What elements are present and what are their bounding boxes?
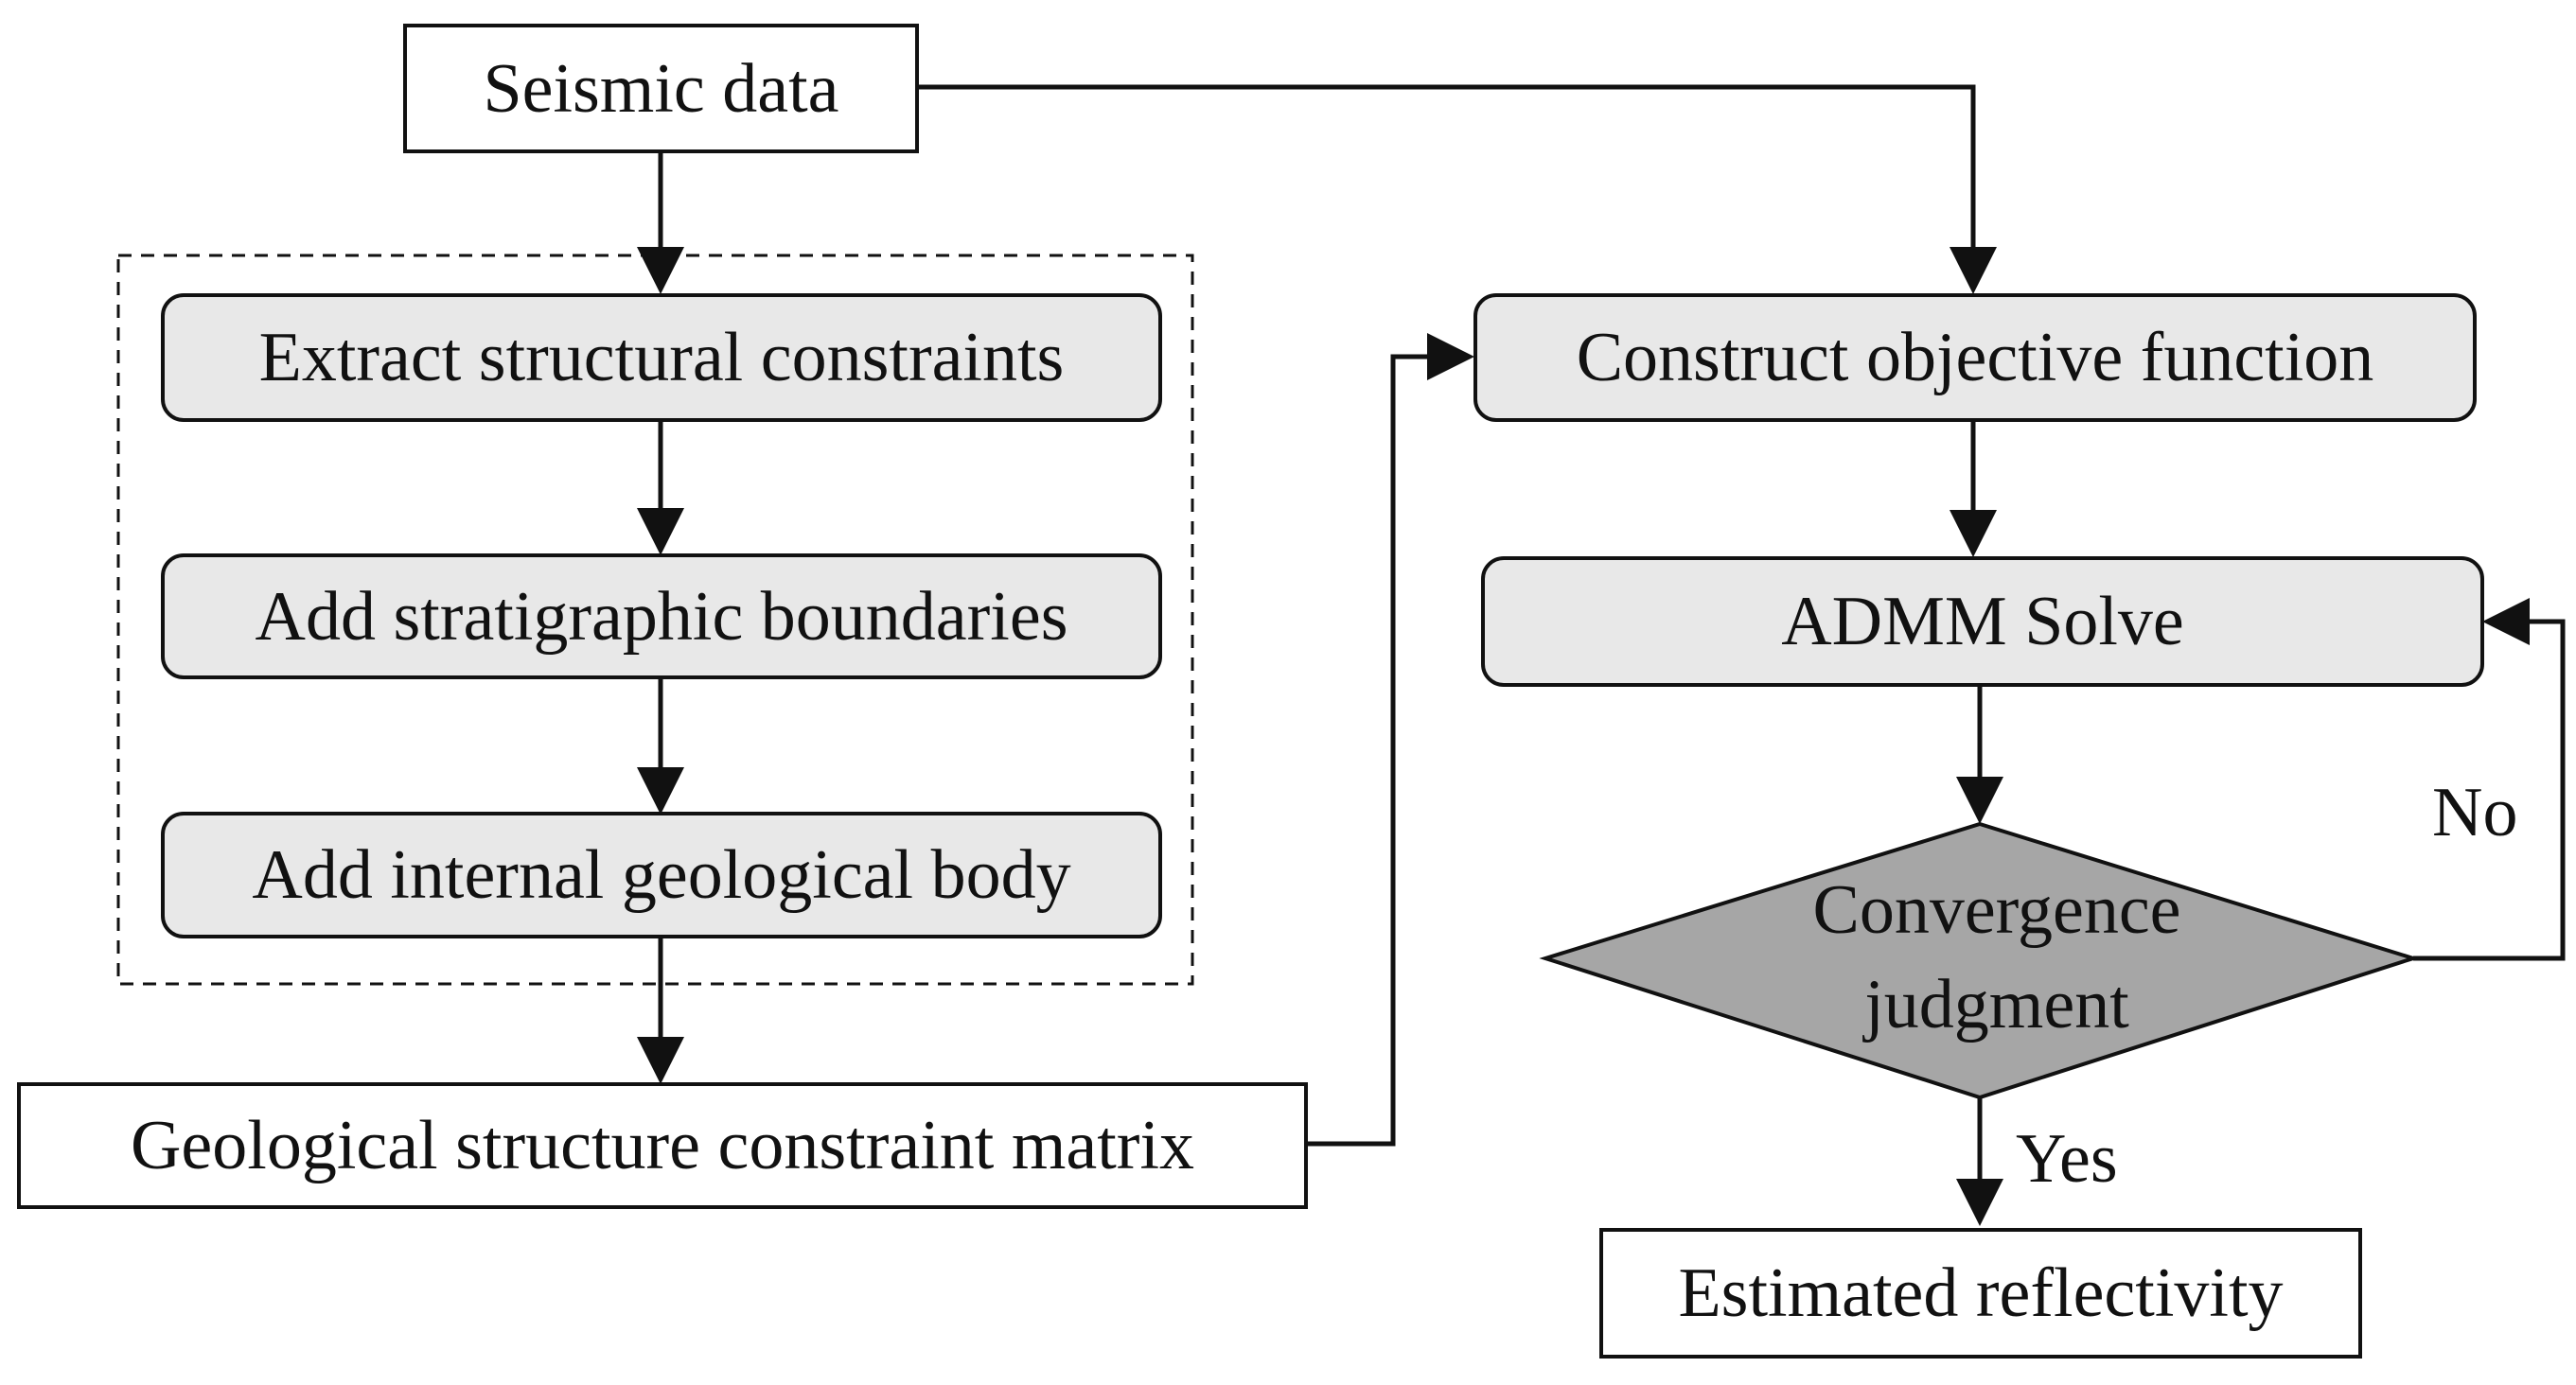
seismic-data-box: Seismic data (403, 24, 919, 153)
arrow-seismic-to-objective (918, 84, 1997, 294)
convergence-line-2: judgment (1864, 966, 2129, 1043)
objective-function-label: Construct objective function (1576, 319, 2374, 396)
seismic-data-label: Seismic data (483, 49, 839, 128)
arrow-matrix-to-objective (1308, 333, 1474, 1147)
no-edge-label: No (2432, 774, 2518, 851)
add-boundaries-box: Add stratigraphic boundaries (161, 553, 1162, 679)
constraint-matrix-box: Geological structure constraint matrix (17, 1082, 1308, 1209)
arrow-decision-no-loop (2413, 598, 2566, 961)
constraint-matrix-label: Geological structure constraint matrix (130, 1107, 1195, 1184)
convergence-line-1: Convergence (1812, 871, 2181, 949)
extract-constraints-label: Extract structural constraints (258, 319, 1065, 396)
convergence-decision-text: Convergence judgment (1675, 863, 2319, 1052)
estimated-reflectivity-label: Estimated reflectivity (1678, 1254, 2284, 1332)
admm-solve-label: ADMM Solve (1781, 583, 2184, 660)
estimated-reflectivity-box: Estimated reflectivity (1599, 1228, 2362, 1359)
yes-edge-label: Yes (2016, 1120, 2118, 1198)
add-boundaries-label: Add stratigraphic boundaries (255, 577, 1068, 656)
admm-solve-box: ADMM Solve (1481, 556, 2484, 687)
extract-constraints-box: Extract structural constraints (161, 293, 1162, 422)
objective-function-box: Construct objective function (1473, 293, 2477, 422)
constraint-group-boundary (116, 254, 1194, 986)
add-geobody-label: Add internal geological body (252, 836, 1071, 914)
add-geobody-box: Add internal geological body (161, 812, 1162, 938)
